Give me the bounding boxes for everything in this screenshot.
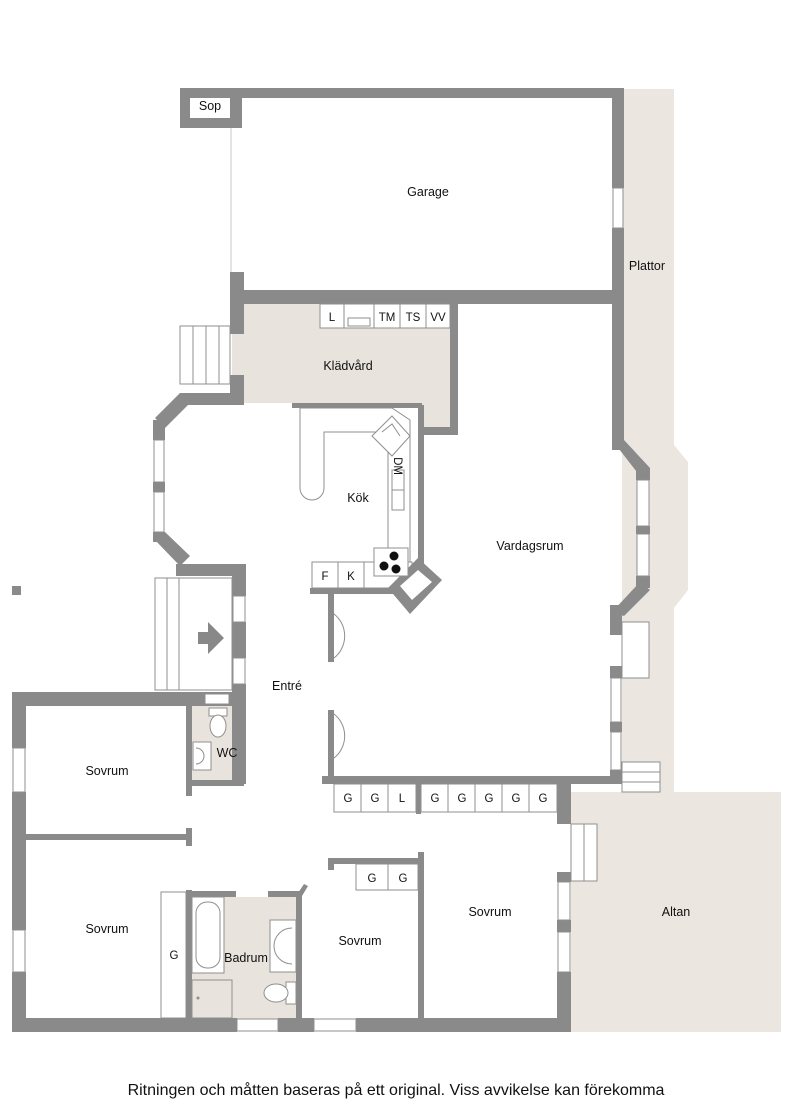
room-label-entre: Entré	[272, 679, 302, 693]
closet-label-bedroom-left: G	[170, 950, 179, 962]
closet-label-bedroom-1: G	[368, 873, 377, 885]
fixture-label-tm: TM	[379, 312, 396, 324]
room-label-sovrum-3: Sovrum	[338, 934, 381, 948]
exterior-marker	[12, 586, 21, 595]
fixture-label-dm: DM	[391, 457, 403, 475]
entrance-arrow-icon	[198, 622, 224, 654]
room-label-kladvard: Klädvård	[323, 359, 372, 373]
room-label-sovrum-2: Sovrum	[85, 922, 128, 936]
closet-label-hall-7: G	[512, 793, 521, 805]
room-label-sop: Sop	[199, 99, 221, 113]
closet-label-hall-6: G	[485, 793, 494, 805]
windows	[12, 187, 650, 1032]
bathroom-fixtures	[191, 896, 297, 1019]
walls	[12, 88, 650, 1032]
closet-row-bedroom	[355, 863, 419, 891]
wc-fixtures	[192, 707, 228, 771]
closet-label-bedroom-2: G	[399, 873, 408, 885]
room-label-altan: Altan	[662, 905, 691, 919]
closet-label-hall-4: G	[431, 793, 440, 805]
room-label-plattor: Plattor	[629, 259, 665, 273]
room-label-vardagsrum: Vardagsrum	[496, 539, 563, 553]
closet-label-hall-8: G	[539, 793, 548, 805]
closet-label-hall-2: G	[371, 793, 380, 805]
fixture-label-vv: VV	[430, 312, 446, 324]
room-label-sovrum-4: Sovrum	[468, 905, 511, 919]
disclaimer-text: Ritningen och måtten baseras på ett orig…	[127, 1082, 665, 1099]
closet-row-hall	[333, 783, 558, 813]
stove-icon	[373, 547, 409, 577]
fixture-label-ts: TS	[406, 312, 421, 324]
fixture-label-k: K	[347, 571, 355, 583]
room-label-garage: Garage	[407, 185, 449, 199]
doors	[333, 613, 346, 759]
room-label-badrum: Badrum	[224, 951, 268, 965]
fixture-label-l: L	[329, 312, 336, 324]
closet-label-hall-1: G	[344, 793, 353, 805]
room-label-kok: Kök	[347, 491, 369, 505]
plattor-area	[622, 89, 688, 792]
room-label-wc: WC	[217, 746, 238, 760]
fixture-label-f: F	[321, 571, 328, 583]
room-label-sovrum-1: Sovrum	[85, 764, 128, 778]
floor-plan: Sop Garage Plattor Klädvård Kök Vardagsr…	[12, 88, 781, 1032]
laundry-appliances	[319, 303, 451, 329]
altan-area	[571, 792, 781, 1032]
closet-label-hall-3: L	[399, 793, 406, 805]
closet-label-hall-5: G	[458, 793, 467, 805]
closet-bedroom-left	[160, 891, 187, 1019]
